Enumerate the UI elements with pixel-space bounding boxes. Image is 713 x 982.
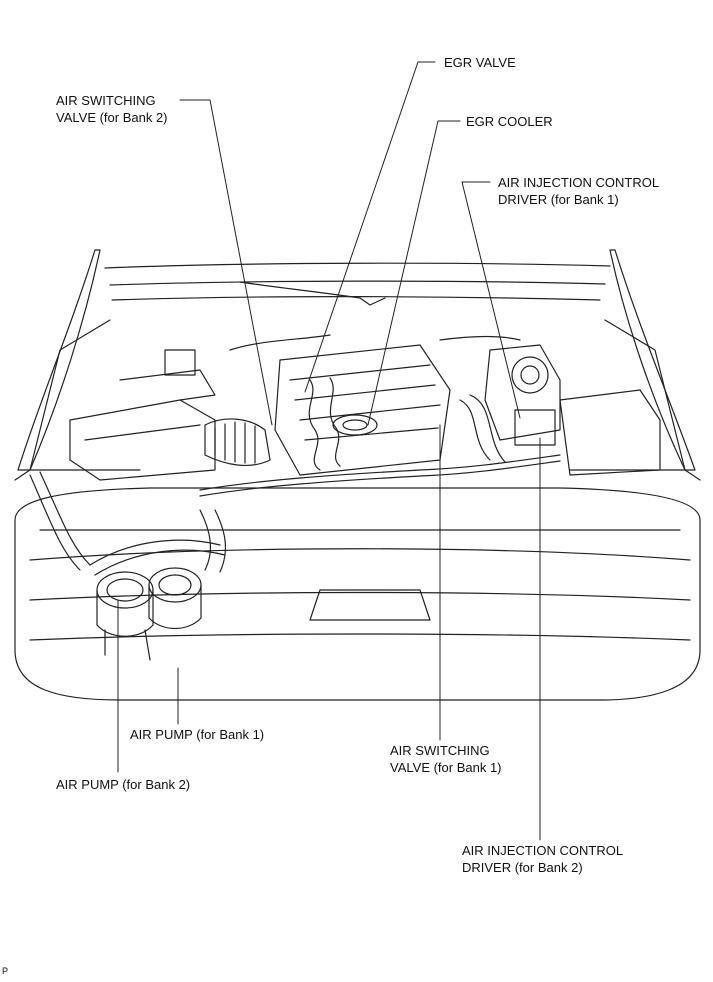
intake-manifold — [274, 344, 451, 476]
intake-duct — [204, 418, 271, 466]
hood-outline — [17, 249, 696, 471]
right-components — [459, 344, 661, 476]
label-air-switching-valve-bank2: AIR SWITCHING VALVE (for Bank 2) — [56, 93, 168, 125]
label-air-pump-bank1: AIR PUMP (for Bank 1) — [130, 727, 265, 742]
label-air-switching-valve-bank1: AIR SWITCHING VALVE (for Bank 1) — [390, 743, 502, 775]
corner-mark: P — [2, 966, 9, 976]
label-air-injection-driver-bank2: AIR INJECTION CONTROL DRIVER (for Bank 2… — [462, 843, 624, 875]
leader-lines — [117, 61, 541, 841]
harness — [199, 334, 561, 497]
grille — [14, 487, 701, 701]
label-egr-cooler: EGR COOLER — [466, 114, 553, 129]
label-egr-valve: EGR VALVE — [444, 55, 516, 70]
air-pump-bank2 — [96, 571, 154, 661]
pump-hoses — [29, 471, 226, 576]
label-air-injection-driver-bank1: AIR INJECTION CONTROL DRIVER (for Bank 1… — [498, 175, 660, 207]
fenders — [14, 319, 701, 481]
label-air-pump-bank2: AIR PUMP (for Bank 2) — [56, 777, 191, 792]
air-box — [69, 349, 216, 481]
air-pump-bank1 — [148, 567, 202, 629]
